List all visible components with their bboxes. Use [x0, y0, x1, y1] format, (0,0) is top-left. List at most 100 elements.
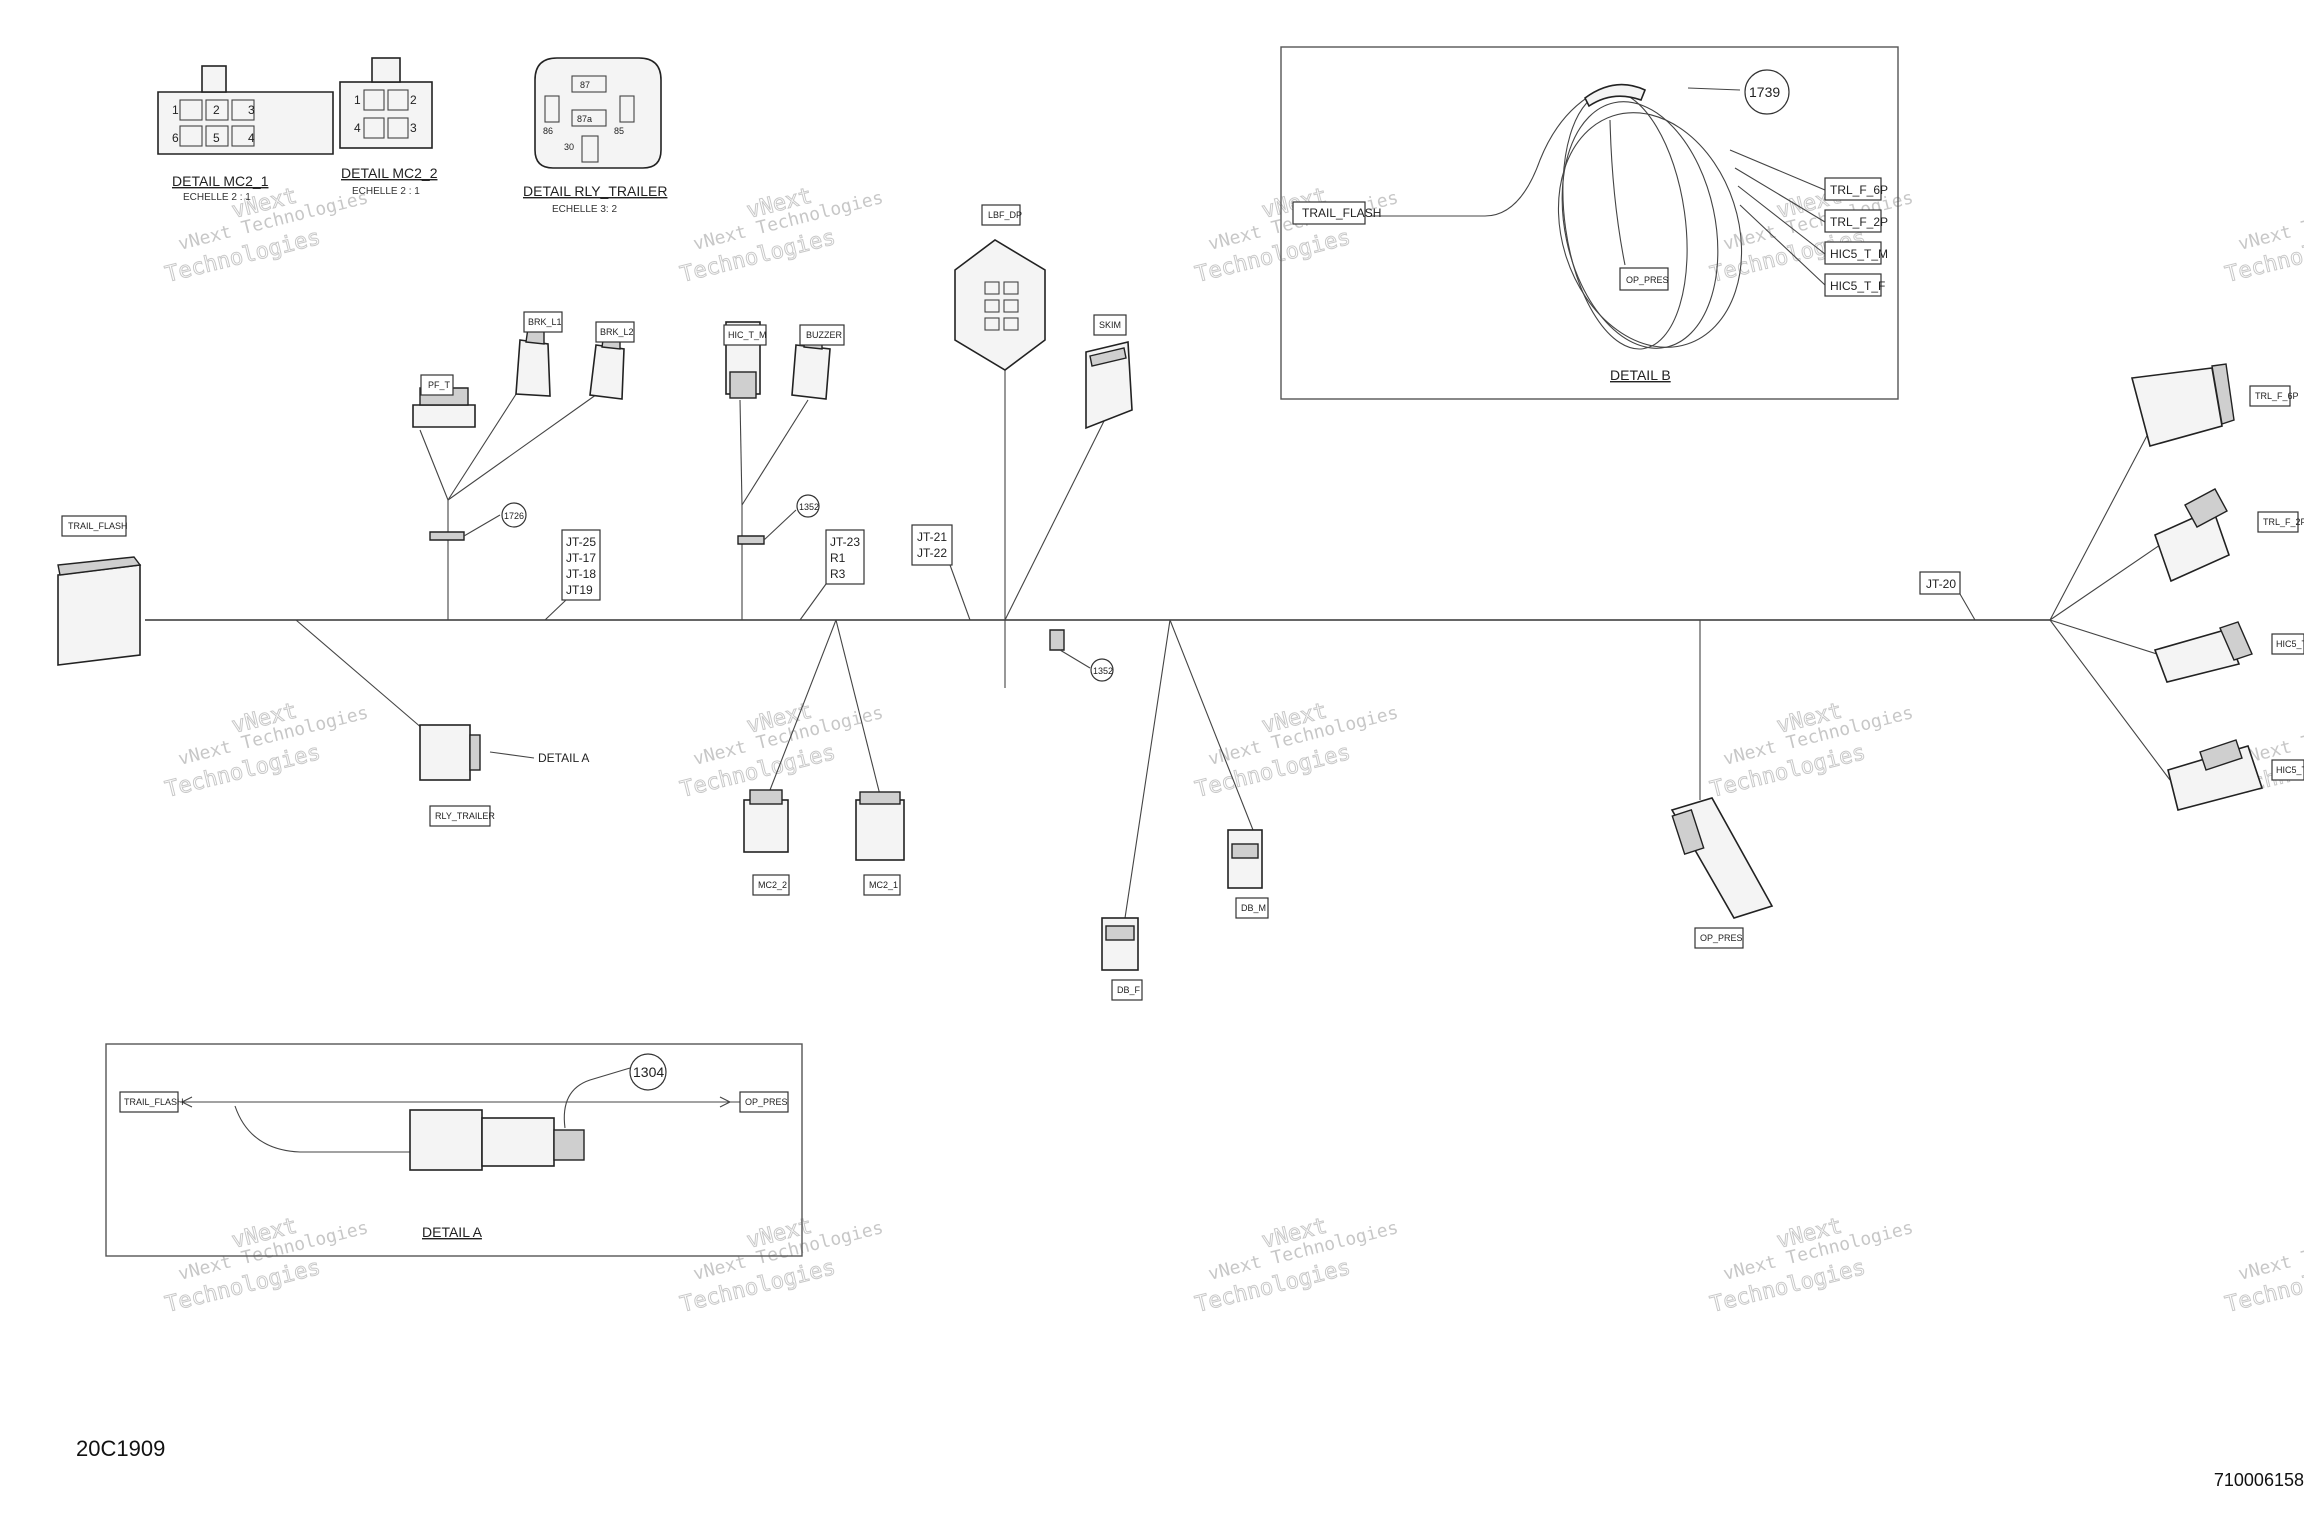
callout-1304: 1304	[633, 1064, 664, 1080]
connector-pf-t: PF_T	[412, 374, 476, 428]
svg-text:TRAIL_FLASH: TRAIL_FLASH	[124, 1097, 184, 1107]
svg-text:JT-21: JT-21	[917, 530, 947, 544]
detail-rly-trailer: 87 87a 86 85 30 DETAIL RLY_TRAILER ECHEL…	[523, 57, 667, 215]
svg-text:BRK_L1: BRK_L1	[528, 317, 562, 327]
connector-db-f: DB_F	[1101, 917, 1143, 1001]
junction-j1: JT-25 JT-17 JT-18 JT19	[544, 529, 601, 621]
connector-mc2-1: MC2_1	[855, 791, 905, 896]
detail-mc2-2-scale: ECHELLE 2 : 1	[352, 186, 420, 197]
svg-text:JT-23: JT-23	[830, 535, 860, 549]
conn-label-hic5-t-m-b: HIC5_T_M	[1830, 247, 1888, 261]
connector-trl-f-6p: TRL_F_6P	[2130, 363, 2299, 447]
conn-label-trail-flash-b: TRAIL_FLASH	[1302, 206, 1381, 220]
svg-text:DB_M: DB_M	[1241, 903, 1266, 913]
connector-hic5-t-f: HIC5_T_F	[2167, 739, 2304, 811]
detail-b: TRAIL_FLASH OP_PRES TRL_F_6P TRL_F_2P HI…	[1280, 46, 1899, 400]
detail-a: TRAIL_FLASH OP_PRES 1304 DETAIL A	[105, 1043, 803, 1257]
connector-buzzer: BUZZER	[791, 324, 845, 400]
detail-mc2-1-title: DETAIL MC2_1	[172, 173, 269, 189]
svg-text:TRAIL_FLASH: TRAIL_FLASH	[68, 521, 128, 531]
svg-text:SKIM: SKIM	[1099, 320, 1121, 330]
svg-text:1: 1	[172, 103, 179, 117]
connector-skim: SKIM	[1085, 314, 1133, 430]
svg-text:1352: 1352	[1093, 666, 1113, 676]
connector-lbf-dp: LBF_DP	[954, 204, 1046, 371]
svg-text:6: 6	[172, 131, 179, 145]
svg-text:MC2_2: MC2_2	[758, 880, 787, 890]
svg-text:1: 1	[354, 93, 361, 107]
svg-text:85: 85	[614, 126, 624, 136]
svg-text:3: 3	[410, 121, 417, 135]
callout-1352-b-group: 1352	[1049, 629, 1114, 682]
callout-1726-group: 1726	[429, 502, 527, 541]
connector-hic-t-m: HIC_T_M	[723, 321, 767, 399]
svg-text:R3: R3	[830, 567, 846, 581]
conn-label-hic5-t-f-b: HIC5_T_F	[1830, 279, 1885, 293]
detail-rly-trailer-scale: ECHELLE 3: 2	[552, 204, 617, 215]
svg-text:TRL_F_6P: TRL_F_6P	[2255, 391, 2299, 401]
detail-a-title: DETAIL A	[422, 1224, 483, 1240]
svg-text:BUZZER: BUZZER	[806, 330, 843, 340]
svg-text:87a: 87a	[577, 114, 592, 124]
connector-op-pres: OP_PRES	[1670, 797, 1774, 949]
connector-brk-l1: BRK_L1	[515, 311, 563, 397]
junction-j2: JT-23 R1 R3	[799, 529, 865, 621]
svg-text:5: 5	[213, 131, 220, 145]
svg-text:LBF_DP: LBF_DP	[988, 210, 1022, 220]
svg-text:HIC5_T: HIC5_T	[2276, 639, 2304, 649]
svg-text:JT19: JT19	[566, 583, 593, 597]
svg-text:HIC5_T_F: HIC5_T_F	[2276, 765, 2304, 775]
conn-label-op-pres-b: OP_PRES	[1626, 275, 1669, 285]
detail-mc2-2: 1 2 4 3 DETAIL MC2_2 ECHELLE 2 : 1	[339, 57, 438, 197]
svg-text:HIC_T_M: HIC_T_M	[728, 330, 767, 340]
junction-j3: JT-21 JT-22	[911, 524, 971, 621]
detail-a-arrow-label: DETAIL A	[538, 751, 589, 765]
svg-text:1726: 1726	[504, 511, 524, 521]
svg-text:R1: R1	[830, 551, 846, 565]
svg-text:vNext Technologies: vNext Technologies	[2236, 187, 2304, 255]
callout-1352-a-group: 1352	[737, 494, 820, 545]
svg-text:JT-17: JT-17	[566, 551, 596, 565]
svg-text:BRK_L2: BRK_L2	[600, 327, 634, 337]
svg-text:JT-22: JT-22	[917, 546, 947, 560]
callout-1739: 1739	[1749, 84, 1780, 100]
connector-db-m: DB_M	[1227, 829, 1269, 919]
svg-text:TRL_F_2P: TRL_F_2P	[2263, 517, 2304, 527]
junction-j4: JT-20	[1919, 571, 1976, 621]
svg-text:4: 4	[248, 131, 255, 145]
sheet-number: 710006158	[2213, 1470, 2304, 1490]
svg-text:OP_PRES: OP_PRES	[745, 1097, 788, 1107]
svg-text:2: 2	[410, 93, 417, 107]
connector-trl-f-2p: TRL_F_2P	[2154, 488, 2304, 583]
svg-text:PF_T: PF_T	[428, 380, 451, 390]
detail-mc2-1-scale: ECHELLE 2 : 1	[183, 192, 251, 203]
conn-label-trl-f-2p-b: TRL_F_2P	[1830, 215, 1888, 229]
document-id: 20C1909	[76, 1436, 166, 1461]
conn-label-trl-f-6p-b: TRL_F_6P	[1830, 183, 1888, 197]
svg-text:JT-18: JT-18	[566, 567, 596, 581]
svg-text:DB_F: DB_F	[1117, 985, 1141, 995]
connector-rly-trailer: DETAIL A RLY_TRAILER	[419, 724, 589, 827]
svg-text:vNext Technologies: vNext Technologies	[2236, 1217, 2304, 1285]
svg-text:86: 86	[543, 126, 553, 136]
svg-text:RLY_TRAILER: RLY_TRAILER	[435, 811, 495, 821]
detail-b-title: DETAIL B	[1610, 367, 1671, 383]
svg-text:MC2_1: MC2_1	[869, 880, 898, 890]
connector-hic5-t: HIC5_T	[2153, 621, 2304, 683]
svg-text:3: 3	[248, 103, 255, 117]
svg-text:30: 30	[564, 142, 574, 152]
svg-text:2: 2	[213, 103, 220, 117]
detail-mc2-2-title: DETAIL MC2_2	[341, 165, 438, 181]
svg-text:87: 87	[580, 80, 590, 90]
svg-text:JT-20: JT-20	[1926, 577, 1956, 591]
svg-text:4: 4	[354, 121, 361, 135]
svg-text:JT-25: JT-25	[566, 535, 596, 549]
detail-rly-trailer-title: DETAIL RLY_TRAILER	[523, 183, 667, 199]
connector-trail-flash: TRAIL_FLASH	[57, 515, 142, 666]
svg-text:1352: 1352	[799, 502, 819, 512]
connector-mc2-2: MC2_2	[743, 789, 790, 896]
svg-text:OP_PRES: OP_PRES	[1700, 933, 1743, 943]
connector-brk-l2: BRK_L2	[589, 321, 635, 400]
